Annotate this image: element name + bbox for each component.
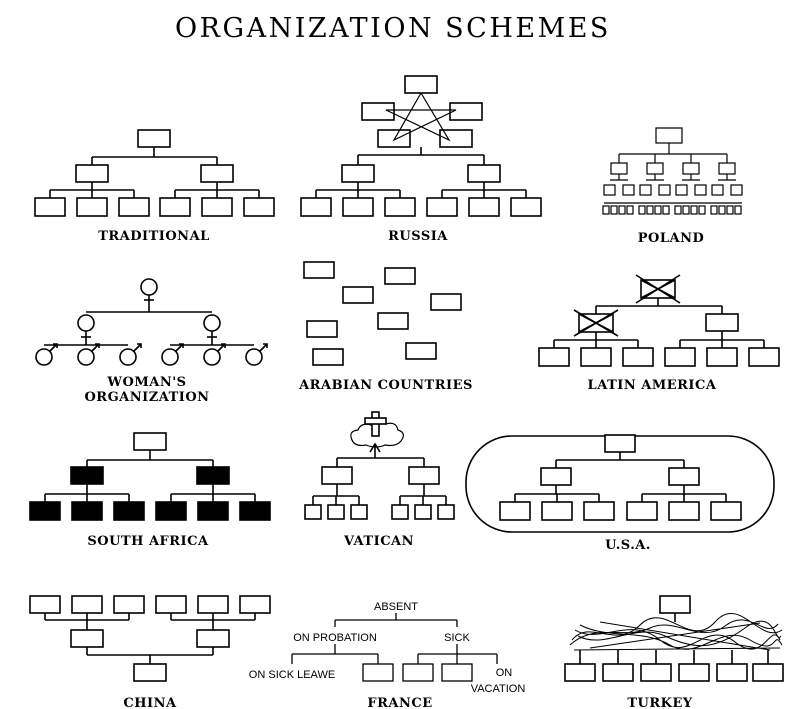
traditional-chart	[34, 129, 275, 217]
france-node-sick-leave: ON SICK LEAWE	[249, 669, 335, 681]
france-chart	[291, 613, 498, 682]
russia-chart	[300, 75, 542, 217]
label-china: CHINA	[123, 696, 177, 709]
label-latin-america: LATIN AMERICA	[588, 378, 717, 393]
label-traditional: TRADITIONAL	[98, 229, 210, 244]
label-south-africa: SOUTH AFRICA	[87, 534, 209, 549]
france-node-sick: SICK	[444, 632, 470, 644]
star-shape	[385, 92, 457, 142]
poland-chart	[602, 127, 743, 215]
france-node-on: ON	[496, 667, 513, 679]
tangled-lines	[569, 613, 783, 651]
france-node-probation: ON PROBATION	[293, 632, 377, 644]
turkey-chart	[564, 595, 784, 682]
label-arabian-countries: ARABIAN COUNTRIES	[298, 378, 473, 393]
womans-organization-chart	[35, 278, 268, 366]
label-poland: POLAND	[638, 231, 704, 246]
label-vatican: VATICAN	[343, 534, 414, 549]
page-title: ORGANIZATION SCHEMES	[175, 13, 611, 44]
arabian-countries-chart	[303, 261, 462, 366]
latin-america-chart	[538, 274, 780, 367]
south-africa-chart	[29, 432, 271, 521]
label-russia: RUSSIA	[388, 229, 448, 244]
label-womans: WOMAN'S	[106, 375, 186, 390]
label-turkey: TURKEY	[627, 696, 693, 709]
france-node-absent: ABSENT	[374, 601, 418, 613]
vatican-chart	[304, 411, 455, 520]
france-node-vacation: VACATION	[471, 683, 526, 695]
label-france: FRANCE	[367, 696, 432, 709]
label-usa: U.S.A.	[605, 538, 651, 553]
china-chart	[29, 595, 271, 682]
label-organization: ORGANIZATION	[84, 390, 209, 405]
cloud-shape	[350, 420, 404, 448]
usa-chart	[465, 434, 775, 533]
